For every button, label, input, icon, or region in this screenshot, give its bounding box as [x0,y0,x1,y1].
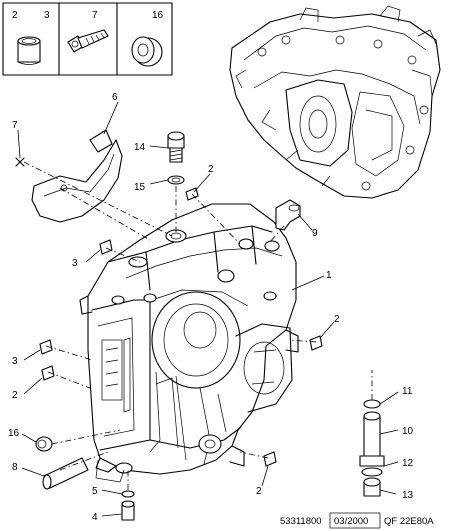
callout-16: 16 [8,428,20,439]
legend-label-7: 7 [92,10,98,21]
legend-label-3: 3 [44,10,50,21]
tube-part-8 [42,457,89,490]
callout-1: 1 [326,270,332,281]
callout-12: 12 [402,458,414,469]
dowels [39,187,323,467]
callout-2-bottom: 2 [256,486,262,497]
callout-15: 15 [134,182,146,193]
callout-14: 14 [134,142,146,153]
gearbox-housing [79,203,299,483]
callout-3-left: 3 [12,356,18,367]
part-7-marker [15,157,25,167]
dipstick-assembly [359,399,385,497]
breather-part-9 [275,199,301,231]
callout-2-left: 2 [12,390,18,401]
grommet-part-16 [35,436,53,452]
callout-6: 6 [112,92,118,103]
callout-labels: 6 7 14 15 2 9 3 1 2 3 2 16 8 5 4 11 10 1… [8,92,414,523]
callout-10: 10 [402,426,414,437]
footer-ref: 53311800 [280,516,322,527]
footer: 53311800 03/2000 QF 22E80A [280,512,434,529]
assembled-gearbox-view [229,5,441,199]
callout-8: 8 [12,462,18,473]
callout-2-right: 2 [334,314,340,325]
legend-box: 2 3 7 16 [2,2,173,76]
legend-frame [2,2,173,76]
footer-code: QF 22E80A [384,516,434,527]
plug-part-14 [167,131,185,163]
screw-icon [67,29,109,53]
callout-3-top: 3 [72,258,78,269]
assembly-lines [23,161,373,490]
callout-7: 7 [12,120,18,131]
footer-date-box [329,512,381,529]
leader-lines [17,101,399,517]
drain-plug-parts [121,490,135,521]
legend-label-2: 2 [12,10,18,21]
sleeve-icon [17,36,41,65]
heat-shield [31,129,123,223]
callout-11: 11 [402,386,413,397]
legend-label-16: 16 [152,10,164,21]
footer-date: 03/2000 [334,516,368,527]
callout-4: 4 [92,512,98,523]
washer-part-15 [167,175,185,185]
grommet-icon [131,36,163,67]
callout-13: 13 [402,490,414,501]
callout-9: 9 [312,228,318,239]
callout-2-top: 2 [208,164,214,175]
callout-5: 5 [92,486,98,497]
